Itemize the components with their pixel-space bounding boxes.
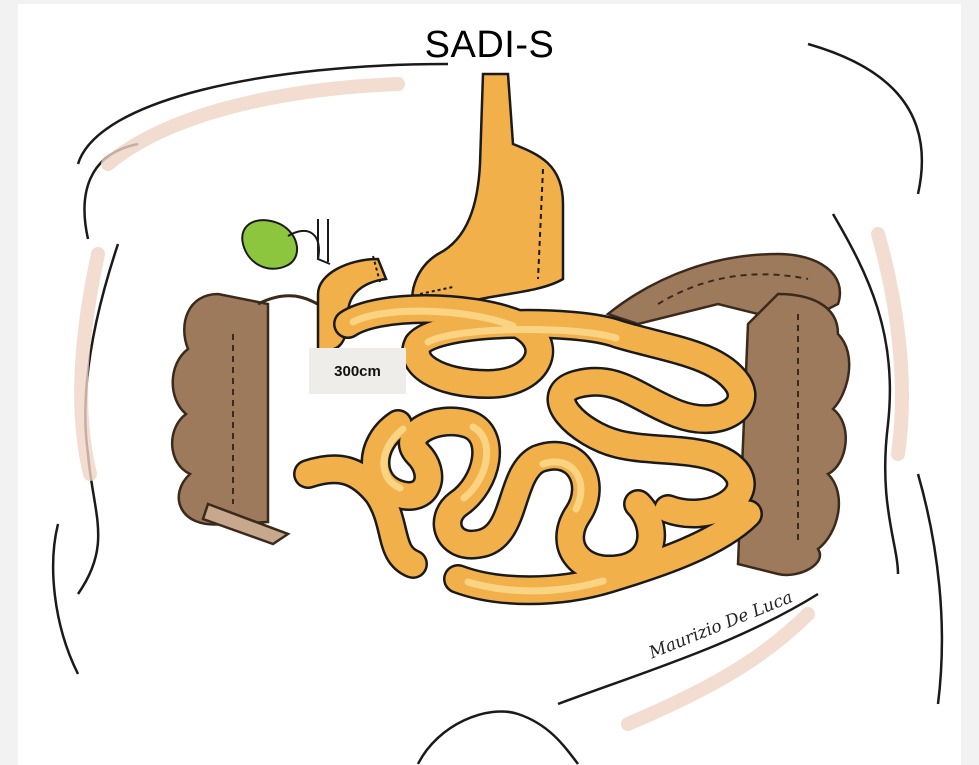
diagram-title: SADI-S: [18, 24, 961, 67]
gallbladder: [242, 219, 330, 269]
limb-length-label: 300cm: [309, 348, 406, 394]
stomach-sleeve: [412, 74, 563, 304]
illustration-frame: SADI-S 300cm Maurizio De Luca: [18, 4, 961, 765]
sadi-s-anatomy-illustration: [18, 4, 961, 765]
